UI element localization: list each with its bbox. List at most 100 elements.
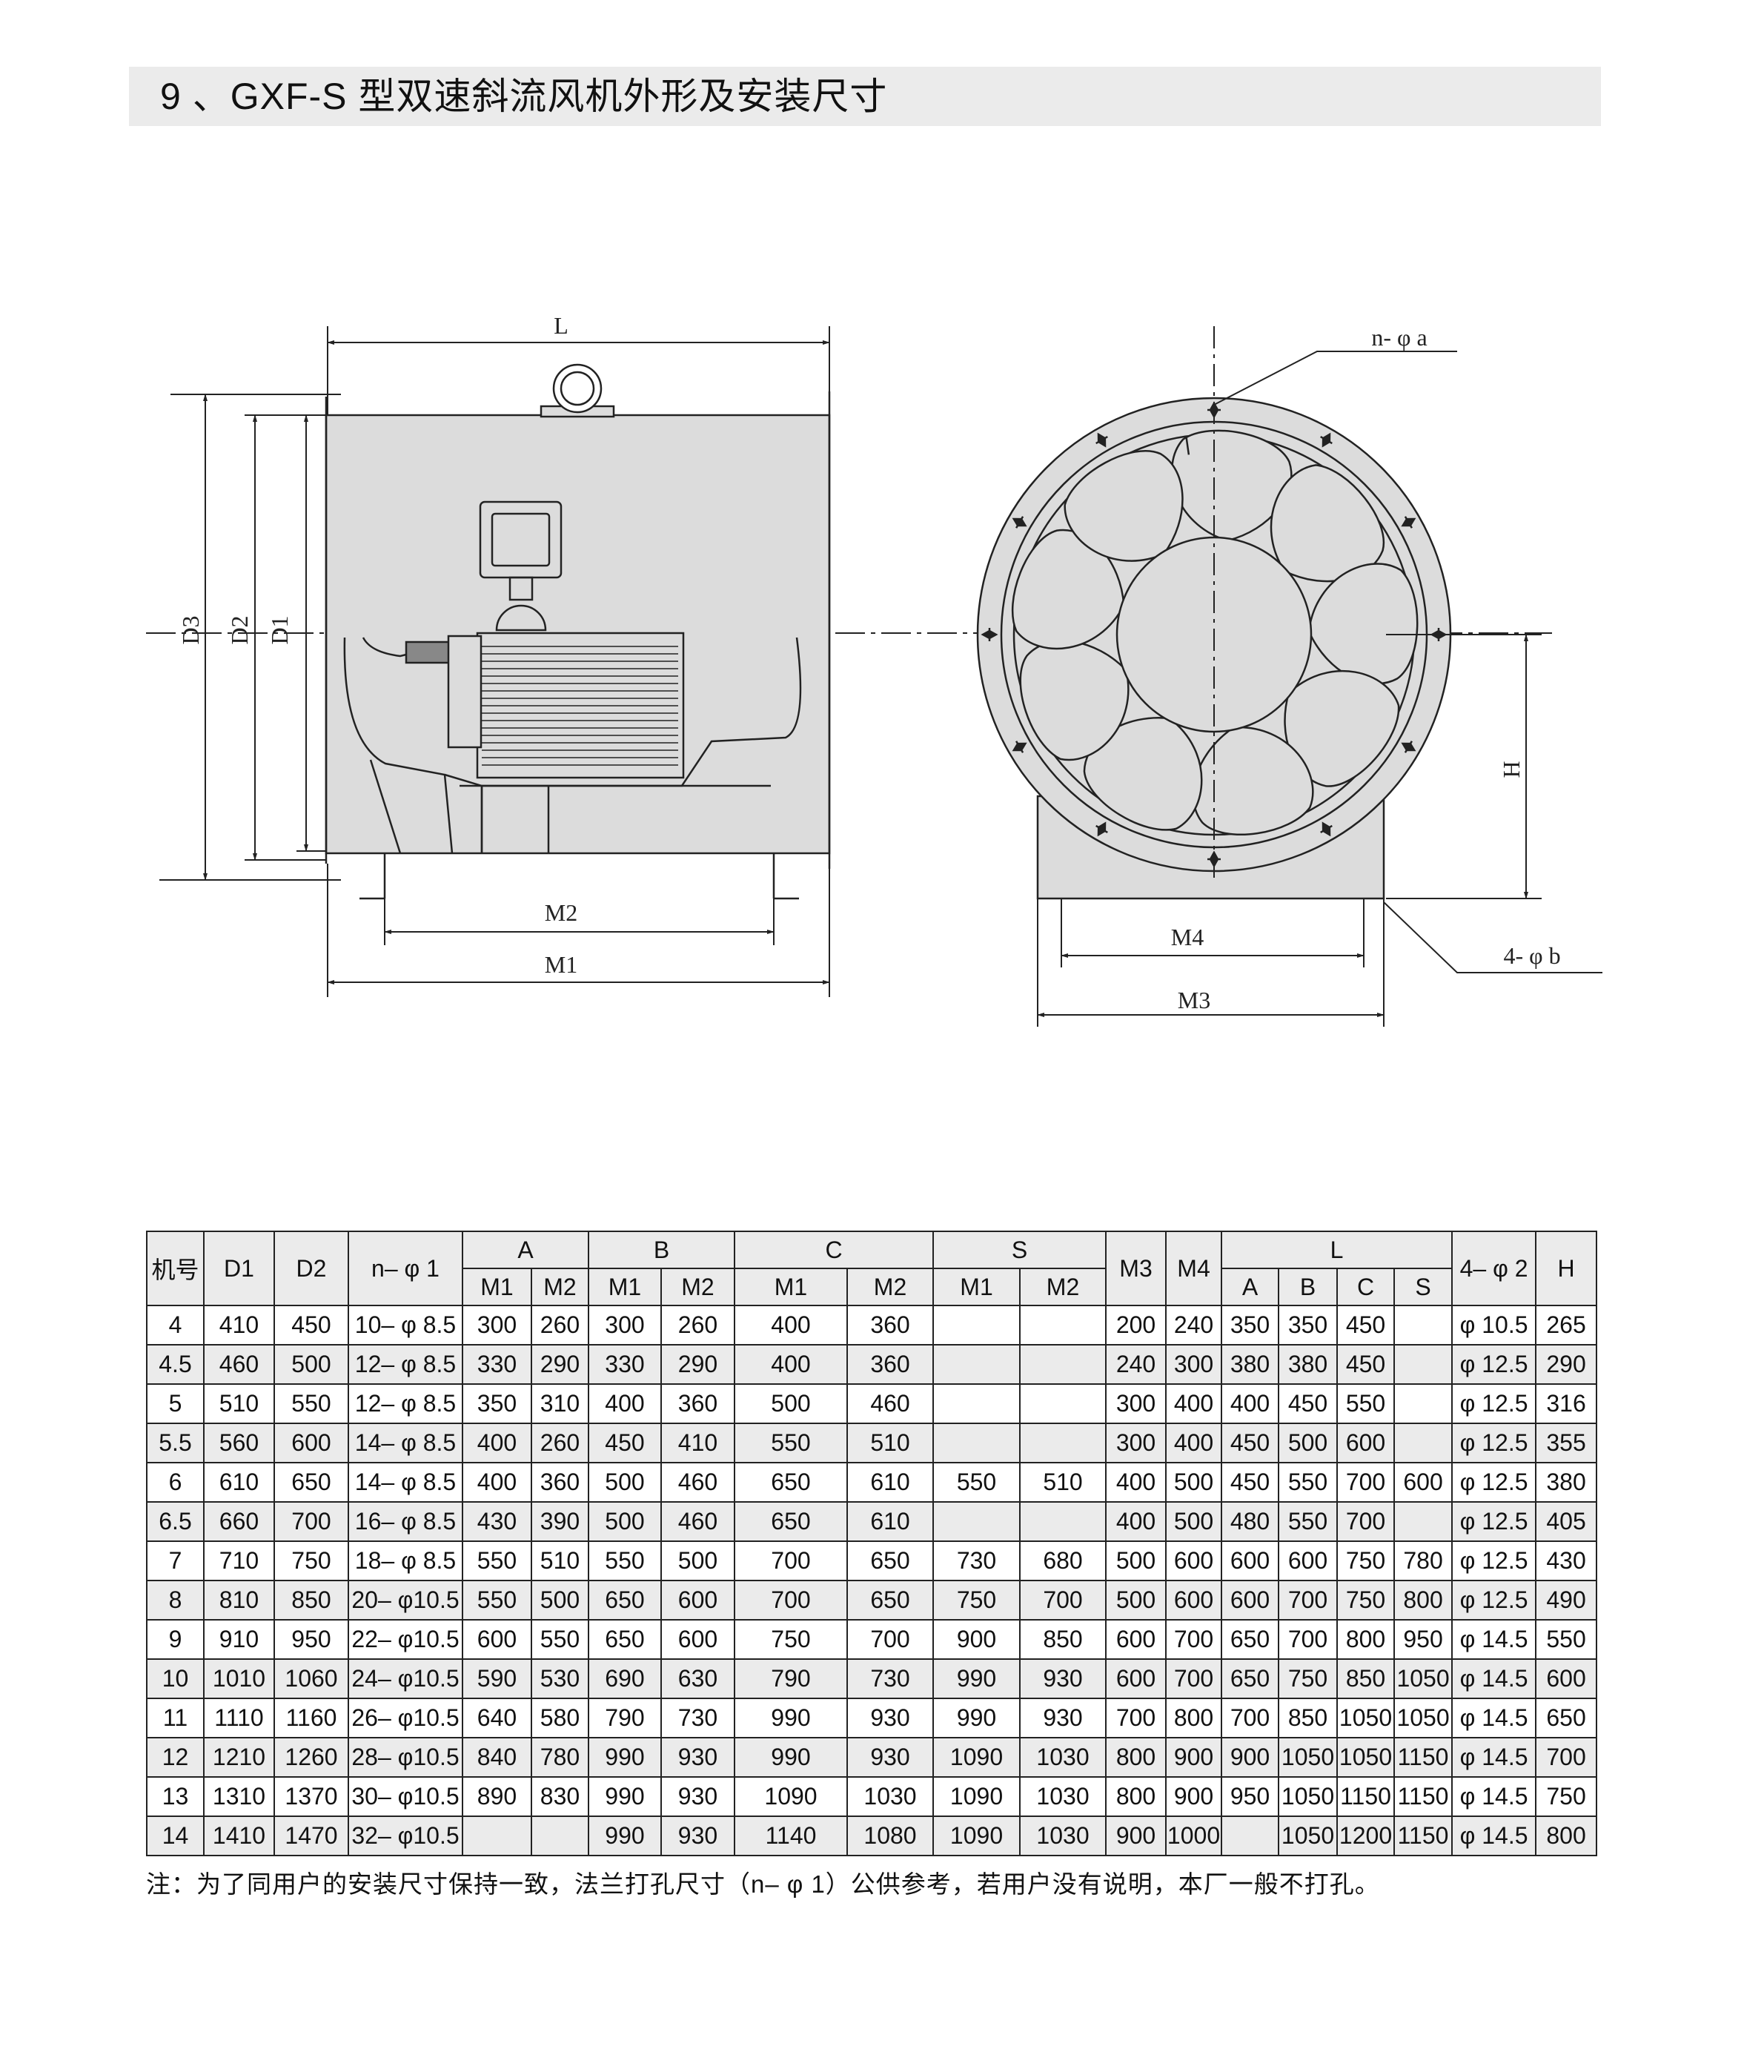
table-cell: 480 (1221, 1501, 1280, 1542)
table-cell: 460 (660, 1462, 735, 1503)
table-cell: 1150 (1336, 1776, 1396, 1817)
table-cell: 330 (462, 1344, 532, 1385)
table-cell: 360 (846, 1305, 935, 1346)
table-cell: 500 (660, 1540, 735, 1581)
table-cell: 26– φ10.5 (348, 1698, 463, 1738)
table-cell: 450 (1336, 1344, 1396, 1385)
table-cell: 30– φ10.5 (348, 1776, 463, 1817)
table-cell: 630 (660, 1658, 735, 1699)
table-cell: 650 (1221, 1619, 1280, 1660)
table-cell: 22– φ10.5 (348, 1619, 463, 1660)
table-cell: 260 (660, 1305, 735, 1346)
table-cell: 700 (1336, 1501, 1396, 1542)
table-cell: 300 (588, 1305, 662, 1346)
table-cell (1221, 1816, 1280, 1856)
subheader-cell: M1 (588, 1268, 662, 1306)
table-cell: 500 (531, 1580, 589, 1621)
header-D2: D2 (273, 1231, 349, 1306)
table-cell: 900 (1165, 1737, 1223, 1778)
table-cell: 1260 (273, 1737, 349, 1778)
table-cell: 405 (1535, 1501, 1598, 1542)
table-cell: φ 14.5 (1451, 1737, 1537, 1778)
flange-bolt-hole-icon (1320, 821, 1333, 837)
table-cell (1393, 1344, 1453, 1385)
table-cell: 18– φ 8.5 (348, 1540, 463, 1581)
table-cell: 1030 (846, 1776, 935, 1817)
flange-bolt-hole-icon (1095, 821, 1108, 837)
flange-bolt-hole-icon (1401, 516, 1416, 529)
table-cell: 330 (588, 1344, 662, 1385)
table-cell: 550 (462, 1580, 532, 1621)
table-cell: 1030 (1019, 1816, 1107, 1856)
table-cell: 650 (1221, 1658, 1280, 1699)
table-cell: 650 (588, 1580, 662, 1621)
table-cell: 650 (734, 1462, 848, 1503)
table-cell: 650 (588, 1619, 662, 1660)
table-cell: 490 (1535, 1580, 1598, 1621)
table-cell: 500 (588, 1462, 662, 1503)
header-n-phi1: n– φ 1 (348, 1231, 463, 1306)
table-cell: 700 (1278, 1580, 1339, 1621)
table-cell: 14– φ 8.5 (348, 1423, 463, 1463)
table-cell: 600 (1278, 1540, 1339, 1581)
table-cell: 1090 (932, 1776, 1021, 1817)
table-cell: 790 (734, 1658, 848, 1699)
table-cell: 400 (462, 1423, 532, 1463)
table-cell: 650 (846, 1540, 935, 1581)
table-cell: 600 (660, 1580, 735, 1621)
table-cell: 550 (273, 1383, 349, 1424)
table-cell: 700 (1165, 1619, 1223, 1660)
table-cell: 610 (203, 1462, 275, 1503)
table-cell: 350 (462, 1383, 532, 1424)
table-cell: 4.5 (146, 1344, 205, 1385)
table-cell: 1030 (1019, 1737, 1107, 1778)
table-cell (1019, 1383, 1107, 1424)
table-cell: 380 (1221, 1344, 1280, 1385)
support-foot (359, 853, 386, 900)
table-cell: 500 (1165, 1462, 1223, 1503)
table-cell: 550 (1535, 1619, 1598, 1660)
table-cell: 1050 (1278, 1816, 1339, 1856)
subheader-cell: M1 (734, 1268, 848, 1306)
table-cell: 680 (1019, 1540, 1107, 1581)
table-cell: 600 (1165, 1540, 1223, 1581)
table-cell: 990 (588, 1737, 662, 1778)
header-no: 机号 (146, 1231, 205, 1306)
table-cell: 800 (1165, 1698, 1223, 1738)
table-cell: 1050 (1336, 1737, 1396, 1778)
table-cell: 1410 (203, 1816, 275, 1856)
table-cell: 850 (273, 1580, 349, 1621)
table-cell: 700 (1165, 1658, 1223, 1699)
table-cell: 1090 (932, 1816, 1021, 1856)
table-cell: 510 (203, 1383, 275, 1424)
table-cell: 730 (932, 1540, 1021, 1581)
table-cell: 900 (1165, 1776, 1223, 1817)
table-cell: 290 (660, 1344, 735, 1385)
table-cell: 350 (1278, 1305, 1339, 1346)
table-cell: 600 (1105, 1658, 1167, 1699)
table-cell: 750 (273, 1540, 349, 1581)
table-cell: 800 (1535, 1816, 1598, 1856)
table-cell: φ 14.5 (1451, 1619, 1537, 1660)
flange-bolt-hole-icon (1095, 432, 1108, 448)
table-cell: 450 (1221, 1462, 1280, 1503)
table-cell: 430 (1535, 1540, 1598, 1581)
table-cell: 850 (1336, 1658, 1396, 1699)
table-cell: 830 (531, 1776, 589, 1817)
table-cell: 590 (462, 1658, 532, 1699)
table-cell: 450 (1221, 1423, 1280, 1463)
table-cell: 4 (146, 1305, 205, 1346)
table-cell: 600 (1165, 1580, 1223, 1621)
table-cell: 28– φ10.5 (348, 1737, 463, 1778)
table-cell: 600 (1221, 1580, 1280, 1621)
flange-bolt-hole-icon (1320, 432, 1333, 448)
table-cell: 700 (846, 1619, 935, 1660)
table-cell: 950 (1393, 1619, 1453, 1660)
table-cell: 400 (734, 1305, 848, 1346)
table-cell: 850 (1019, 1619, 1107, 1660)
table-cell: 260 (531, 1423, 589, 1463)
table-cell: 910 (203, 1619, 275, 1660)
